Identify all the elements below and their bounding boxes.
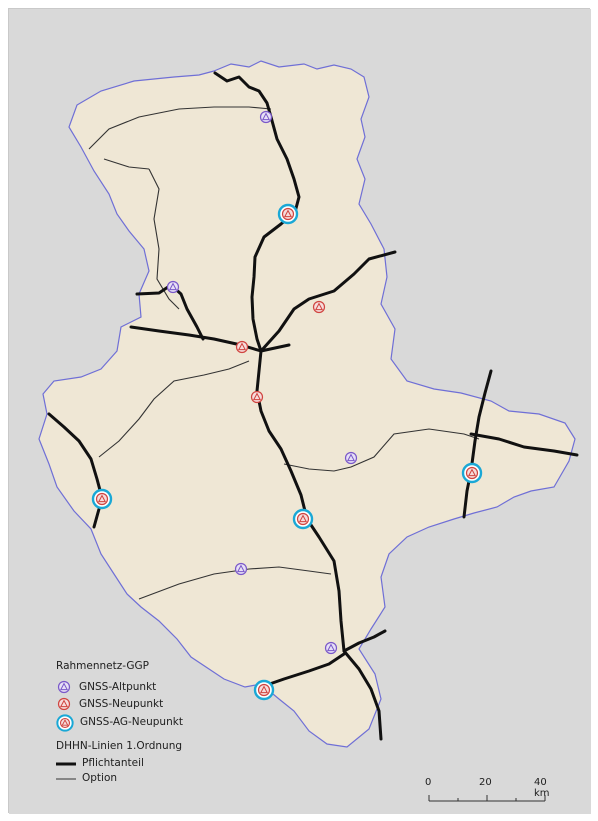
map-canvas [9, 9, 591, 814]
legend-item-neupunkt: GNSS-Neupunkt [56, 696, 183, 713]
option-line [98, 360, 250, 458]
legend-item-ag-neupunkt: GNSS-AG-Neupunkt [56, 713, 183, 733]
legend-item-label: GNSS-AG-Neupunkt [80, 716, 183, 729]
gnss-altpunkt-marker [166, 280, 180, 294]
legend-line-label: Option [82, 772, 118, 785]
mandatory-line [259, 250, 397, 353]
scale-label-40: 40 km [534, 777, 550, 799]
option-line [138, 566, 332, 600]
scale-bar: 0 20 40 km [421, 777, 561, 811]
scale-bar-graphic [428, 795, 546, 802]
legend-line-option: Option [56, 771, 183, 786]
legend-line-pflichtanteil: Pflichtanteil [56, 756, 183, 771]
scale-label-20: 20 [479, 777, 492, 788]
thin-line-icon [56, 777, 76, 780]
mandatory-line [342, 629, 387, 653]
legend-item-label: GNSS-Neupunkt [79, 697, 164, 710]
mandatory-line [213, 71, 301, 353]
mandatory-line [469, 432, 579, 457]
mandatory-line [255, 349, 383, 741]
gnss-ag-neupunkt-marker [253, 679, 275, 701]
legend-title: Rahmennetz-GGP [56, 660, 150, 672]
gnss-altpunkt-marker [234, 562, 248, 576]
land-area [38, 60, 576, 748]
gnss-altpunkt-marker [344, 451, 358, 465]
legend-item-label: GNSS-Altpunkt [79, 680, 157, 693]
option-lines [88, 106, 480, 600]
mandatory-lines [47, 71, 579, 741]
red-triangle-circle-cyan-halo-icon [56, 713, 74, 732]
purple-triangle-circle-icon [57, 680, 71, 694]
thick-line-icon [56, 762, 76, 765]
gnss-ag-neupunkt-marker [292, 508, 314, 530]
option-line [148, 168, 180, 310]
gnss-neupunkt-marker [250, 390, 264, 404]
map-frame: Rahmennetz-GGP GNSS-Altpunkt GNSS-Neupun… [8, 8, 591, 814]
legend-line-label: Pflichtanteil [82, 757, 144, 770]
gnss-ag-neupunkt-marker [91, 488, 113, 510]
map-legend: Rahmennetz-GGP GNSS-Altpunkt GNSS-Neupun… [56, 661, 183, 786]
gnss-neupunkt-marker [312, 300, 326, 314]
gnss-ag-neupunkt-marker [277, 203, 299, 225]
mandatory-line [259, 652, 346, 689]
gnss-neupunkt-marker [235, 340, 249, 354]
legend-lines-title: DHHN-Linien 1.Ordnung [56, 739, 183, 752]
mandatory-line [462, 369, 493, 519]
red-triangle-circle-icon [57, 697, 71, 711]
option-line [283, 428, 480, 472]
scale-label-0: 0 [425, 777, 432, 788]
option-line [88, 106, 272, 150]
gnss-ag-neupunkt-marker [461, 462, 483, 484]
legend-item-altpunkt: GNSS-Altpunkt [56, 679, 183, 696]
gnss-altpunkt-marker [324, 641, 338, 655]
option-line [103, 158, 150, 170]
gnss-altpunkt-marker [259, 110, 273, 124]
mandatory-line [135, 283, 205, 341]
